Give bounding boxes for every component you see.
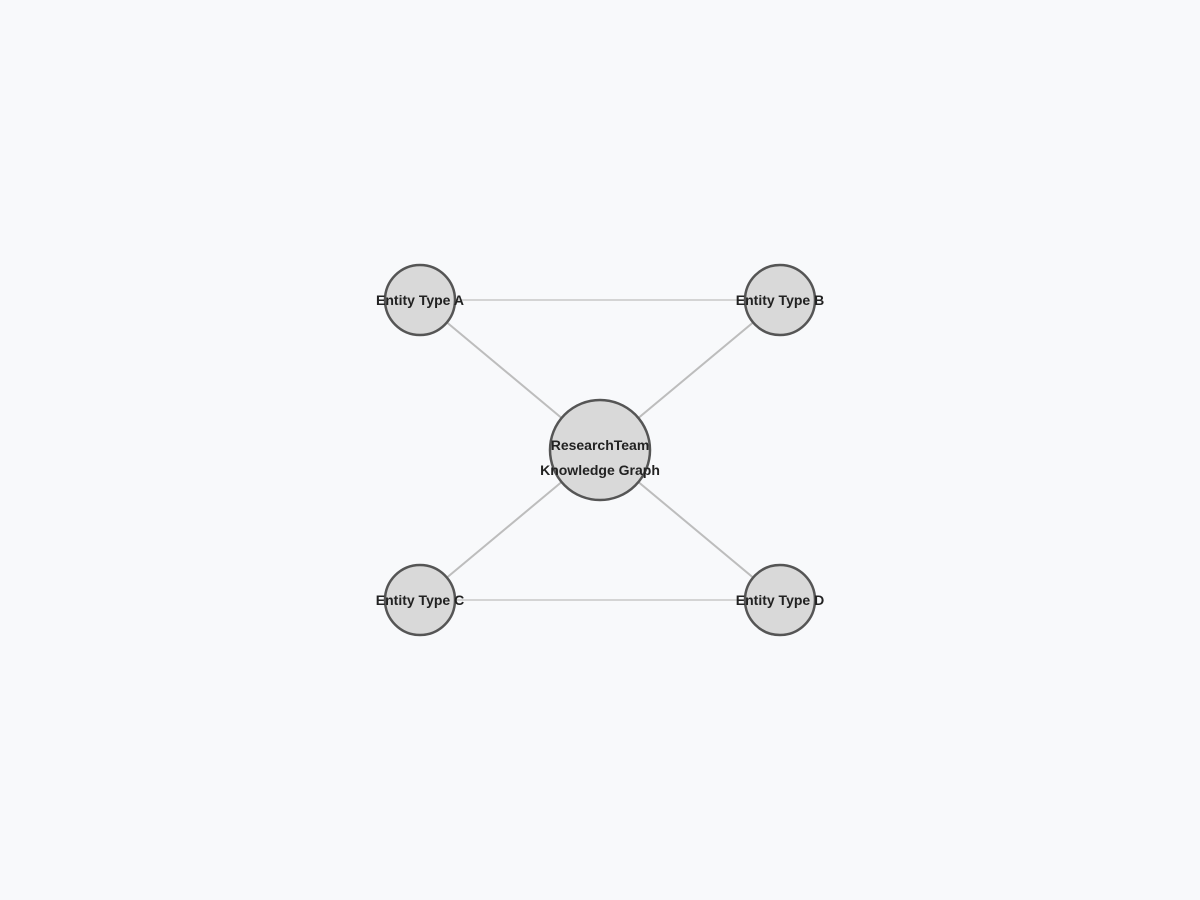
node-entity-d-label: Entity Type D <box>736 592 824 608</box>
node-entity-a-circle <box>383 263 457 337</box>
node-center-label-line2: Knowledge Graph <box>540 462 660 478</box>
node-center-circle <box>548 398 652 502</box>
node-entity-d-circle <box>743 563 817 637</box>
node-entity-c-circle <box>383 563 457 637</box>
node-entity-d[interactable]: Entity Type D <box>736 563 824 637</box>
node-entity-a[interactable]: Entity Type A <box>376 263 464 337</box>
node-entity-b-label: Entity Type B <box>736 292 824 308</box>
node-entity-b-circle <box>743 263 817 337</box>
node-entity-c-label: Entity Type C <box>376 592 464 608</box>
node-center[interactable]: ResearchTeam Knowledge Graph <box>540 398 660 502</box>
node-entity-a-label: Entity Type A <box>376 292 464 308</box>
node-entity-b[interactable]: Entity Type B <box>736 263 824 337</box>
node-entity-c[interactable]: Entity Type C <box>376 563 464 637</box>
node-center-label-line1: ResearchTeam <box>551 437 650 453</box>
